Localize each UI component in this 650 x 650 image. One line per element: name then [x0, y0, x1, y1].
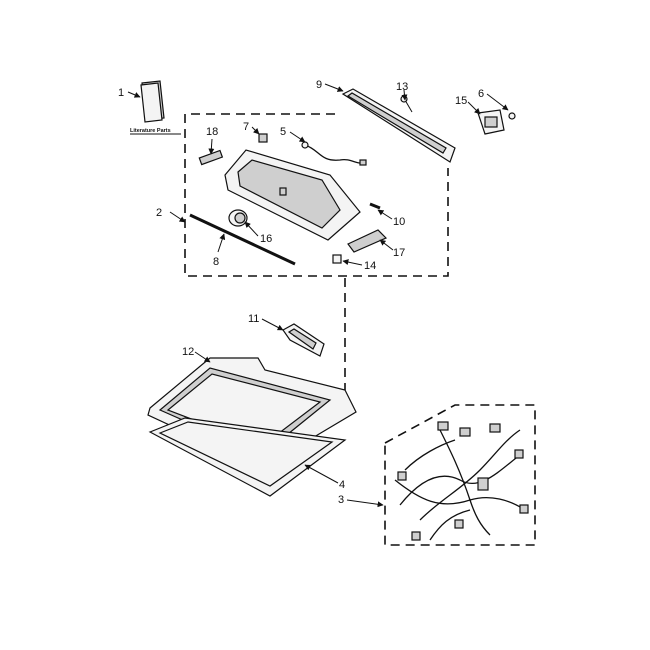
lamp-wire [301, 141, 367, 166]
leader-11 [261, 318, 284, 331]
literature-parts-label: Literature Parts [130, 128, 171, 134]
knob [228, 209, 248, 227]
leader-7 [251, 126, 260, 135]
leader-18 [208, 138, 215, 155]
callout-9: 9 [316, 79, 322, 91]
callout-18: 18 [206, 126, 218, 138]
leader-17 [379, 239, 394, 251]
leader-9 [324, 83, 344, 92]
leader-10 [377, 209, 393, 220]
console-housing [224, 149, 361, 241]
callout-10: 10 [393, 216, 405, 228]
small-clip [258, 133, 268, 143]
leader-15 [467, 101, 481, 115]
bracket-screw [508, 112, 516, 120]
callout-7: 7 [243, 121, 249, 133]
leader-16 [244, 221, 259, 237]
leader-14 [342, 259, 363, 266]
leader-13 [401, 89, 408, 101]
callout-13: 13 [396, 81, 408, 93]
leader-6 [486, 93, 509, 111]
callout-4: 4 [339, 479, 345, 491]
callout-15: 15 [455, 95, 467, 107]
callout-1: 1 [118, 87, 124, 99]
leader-12 [194, 351, 211, 363]
leader-3 [346, 499, 384, 508]
control-module [347, 229, 388, 253]
wire-harness [394, 421, 529, 541]
callout-8: 8 [213, 256, 219, 268]
pin [369, 202, 381, 210]
callout-3: 3 [338, 494, 344, 506]
callout-11: 11 [248, 313, 259, 325]
mounting-bracket [477, 109, 505, 135]
rod [189, 213, 296, 266]
callout-17: 17 [393, 247, 405, 259]
literature-book: Literature Parts [130, 80, 181, 135]
callout-6: 6 [478, 88, 484, 100]
control-board [282, 323, 325, 357]
connector [332, 254, 342, 264]
leader-1 [127, 91, 141, 98]
callout-2: 2 [156, 207, 162, 219]
callout-5: 5 [280, 126, 286, 138]
leader-2 [169, 211, 186, 223]
callout-12: 12 [182, 346, 194, 358]
leader-4 [304, 464, 339, 484]
leader-8 [217, 233, 226, 253]
gasket [148, 417, 347, 497]
wire-harness-boundary [384, 404, 536, 546]
leader-5 [289, 131, 306, 143]
callout-16: 16 [260, 233, 272, 245]
callout-14: 14 [364, 260, 376, 272]
screw [400, 95, 413, 113]
console-trim [341, 88, 456, 163]
